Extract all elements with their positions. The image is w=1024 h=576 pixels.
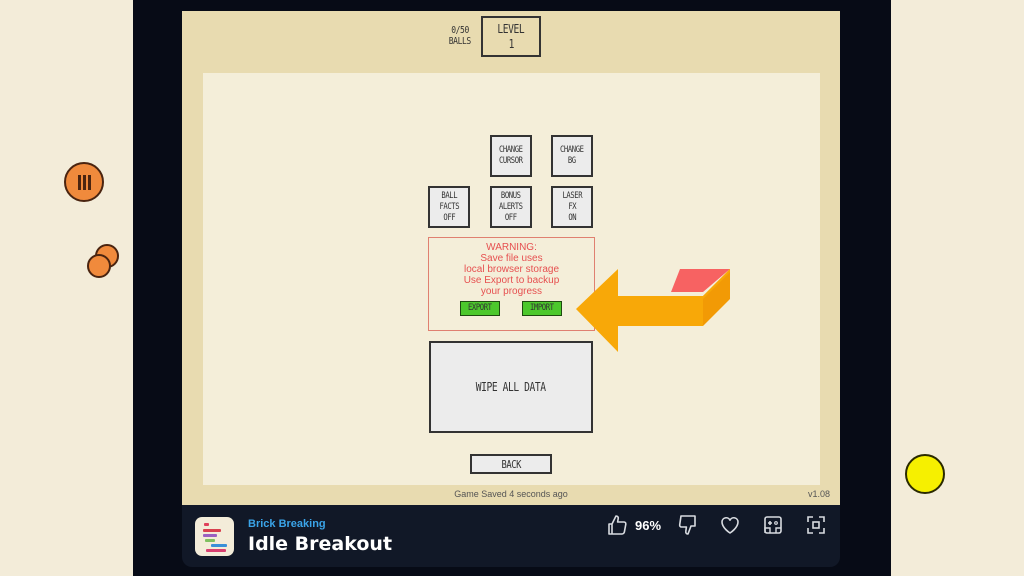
balls-label: BALLS xyxy=(448,36,472,47)
save-status: Game Saved 4 seconds ago xyxy=(454,489,568,499)
export-button[interactable]: EXPORT xyxy=(460,301,500,316)
thumbs-down-icon xyxy=(678,515,696,535)
fullscreen-button[interactable] xyxy=(804,513,828,537)
game-info-bar: Brick Breaking Idle Breakout 96% xyxy=(182,505,840,567)
level-indicator: LEVEL 1 xyxy=(481,16,541,57)
thumbs-up-icon xyxy=(608,515,627,535)
balls-counter: 0/50 BALLS xyxy=(440,25,480,47)
game-thumbnail[interactable] xyxy=(195,517,234,556)
favorite-button[interactable] xyxy=(718,513,742,537)
orange-ball xyxy=(87,254,111,278)
pause-icon xyxy=(77,174,91,190)
game-category[interactable]: Brick Breaking xyxy=(248,518,326,530)
back-button[interactable]: BACK xyxy=(470,454,552,474)
wipe-all-data-button[interactable]: WIPE ALL DATA xyxy=(429,341,593,433)
level-value: 1 xyxy=(508,37,514,51)
balls-count: 0/50 xyxy=(451,25,469,36)
yellow-ball xyxy=(905,454,945,494)
save-warning-box: WARNING: Save file uses local browser st… xyxy=(428,237,595,331)
import-button[interactable]: IMPORT xyxy=(522,301,562,316)
game-title: Idle Breakout xyxy=(248,533,393,555)
gamepad-add-icon xyxy=(764,516,782,534)
fullscreen-icon xyxy=(807,516,825,534)
pause-button[interactable] xyxy=(64,162,104,202)
heart-icon xyxy=(721,517,739,534)
dislike-button[interactable] xyxy=(676,513,700,537)
level-label: LEVEL xyxy=(497,22,525,36)
pointing-arrow-icon xyxy=(576,269,730,352)
version-label: v1.08 xyxy=(807,489,830,499)
rating-percent: 96% xyxy=(635,517,662,533)
like-button[interactable]: 96% xyxy=(605,513,661,537)
add-to-collection-button[interactable] xyxy=(761,513,785,537)
warning-text: WARNING: Save file uses local browser st… xyxy=(463,242,560,297)
